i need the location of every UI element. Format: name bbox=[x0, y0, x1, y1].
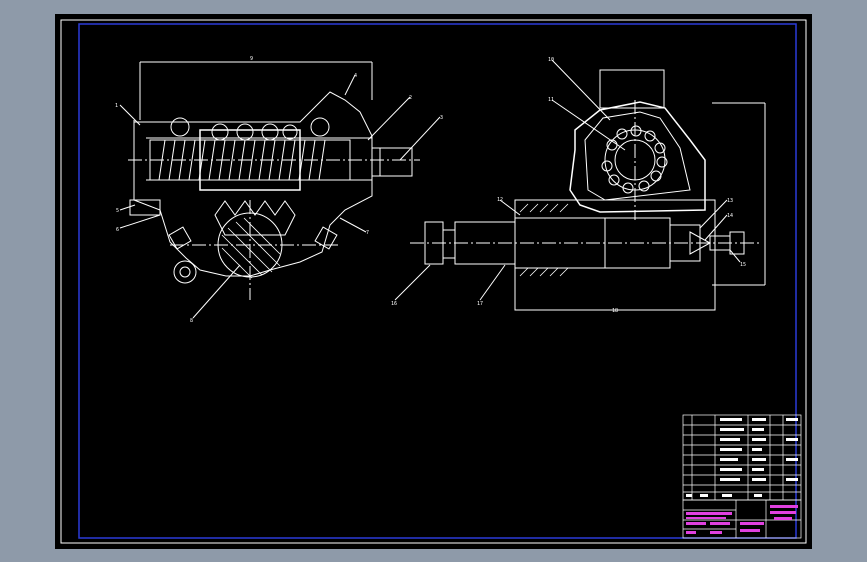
callout-6: 6 bbox=[116, 227, 119, 233]
left-view-section bbox=[119, 61, 441, 319]
callout-15: 15 bbox=[740, 262, 746, 268]
callout-16: 16 bbox=[391, 301, 397, 307]
title-block-text bbox=[686, 505, 798, 534]
callout-2: 2 bbox=[409, 95, 412, 101]
callout-9: 9 bbox=[250, 56, 253, 62]
callout-1: 1 bbox=[115, 103, 118, 109]
right-view-callouts: 10 11 12 13 14 15 16 17 18 bbox=[391, 57, 746, 314]
title-block bbox=[682, 499, 802, 539]
parts-list-table bbox=[682, 414, 802, 501]
callout-14: 14 bbox=[727, 213, 733, 219]
drawing-sheet bbox=[55, 14, 812, 549]
callout-17: 17 bbox=[477, 301, 483, 307]
callout-13: 13 bbox=[727, 198, 733, 204]
right-view-section bbox=[394, 59, 766, 311]
callout-4: 4 bbox=[354, 73, 357, 79]
callout-10: 10 bbox=[548, 57, 554, 63]
inner-frame bbox=[78, 23, 797, 539]
callout-8: 8 bbox=[190, 318, 193, 324]
callout-11: 11 bbox=[548, 97, 554, 103]
callout-7: 7 bbox=[366, 230, 369, 236]
parts-list-text bbox=[686, 418, 798, 497]
outer-border bbox=[60, 19, 807, 544]
ball-circuit bbox=[601, 125, 668, 194]
shaft-hatch bbox=[519, 203, 569, 277]
callout-12: 12 bbox=[497, 197, 503, 203]
callout-3: 3 bbox=[440, 115, 443, 121]
callout-18: 18 bbox=[612, 308, 618, 314]
callout-5: 5 bbox=[116, 208, 119, 214]
left-view-callouts: 1 2 3 4 5 6 7 8 9 bbox=[115, 56, 443, 324]
